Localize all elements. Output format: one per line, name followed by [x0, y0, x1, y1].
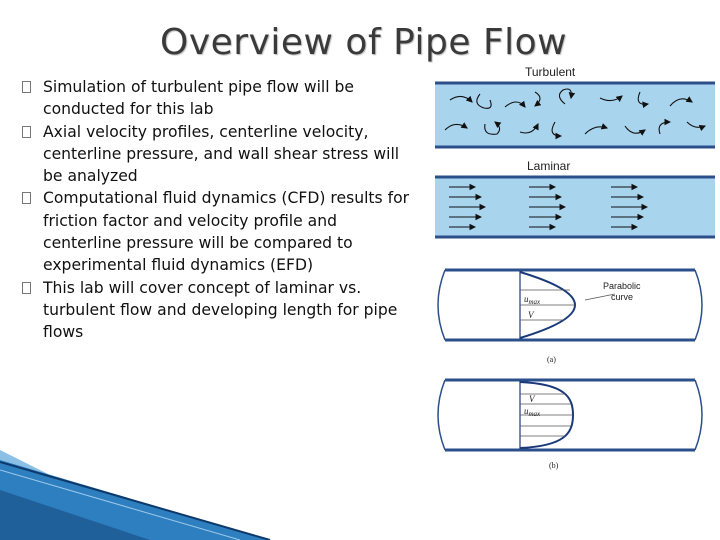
bullet-item: Axial velocity profiles, centerline velo… [20, 121, 410, 188]
umax-label-b: umax [524, 406, 541, 418]
turbulent-profile-diagram [437, 378, 703, 452]
bullet-box-icon [22, 281, 31, 294]
laminar-label: Laminar [527, 159, 570, 173]
laminar-streamlines [449, 183, 649, 231]
bullet-item: This lab will cover concept of laminar v… [20, 277, 410, 344]
curve-label: curve [611, 292, 633, 302]
bullet-text: Computational fluid dynamics (CFD) resul… [43, 189, 410, 275]
bullet-list: Simulation of turbulent pipe flow will b… [20, 76, 410, 344]
v-label-a: V [528, 310, 535, 320]
turbulent-eddies [444, 88, 707, 140]
caption-b: (b) [549, 461, 559, 470]
parabolic-label: Parabolic [603, 281, 641, 291]
bullet-box-icon [22, 192, 31, 205]
bullet-item: Simulation of turbulent pipe flow will b… [20, 76, 410, 121]
pipe-flow-figure: Turbulent Laminar [435, 65, 715, 470]
caption-a: (a) [547, 355, 556, 364]
v-label-b: V [529, 394, 536, 404]
bullet-box-icon [22, 125, 31, 138]
turbulent-label: Turbulent [525, 65, 576, 79]
bullet-item: Computational fluid dynamics (CFD) resul… [20, 187, 410, 276]
bullet-box-icon [22, 81, 31, 93]
bullet-text: Axial velocity profiles, centerline velo… [43, 122, 400, 186]
turbulent-pipe [435, 82, 715, 148]
bullet-text: Simulation of turbulent pipe flow will b… [43, 78, 355, 119]
laminar-profile-diagram [437, 268, 703, 342]
bullet-text: This lab will cover concept of laminar v… [43, 278, 398, 342]
slide-title: Overview of Pipe Flow [160, 22, 568, 63]
umax-label-a: umax [524, 294, 541, 306]
corner-decoration [0, 450, 271, 540]
